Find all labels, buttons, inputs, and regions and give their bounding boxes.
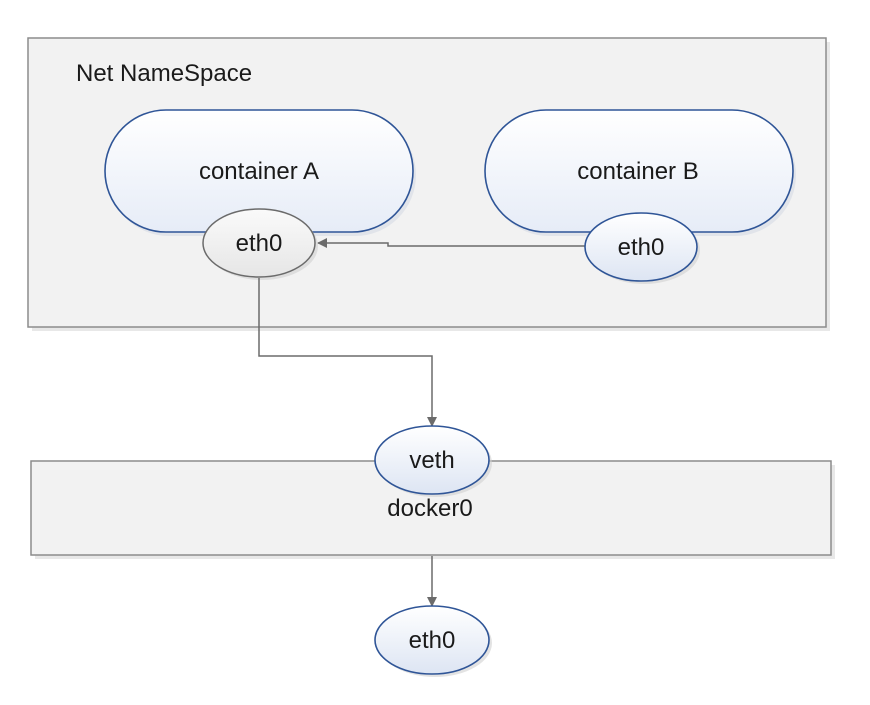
container-b-eth0: eth0 bbox=[584, 212, 700, 284]
container-a-eth0: eth0 bbox=[202, 208, 318, 280]
container-a-eth0-label: eth0 bbox=[236, 230, 283, 257]
connector-b-to-a bbox=[317, 238, 585, 248]
container-a: container A bbox=[104, 109, 416, 236]
connector-a-to-veth bbox=[258, 278, 437, 427]
veth: veth bbox=[374, 425, 492, 497]
host-eth0-label: eth0 bbox=[409, 627, 456, 654]
host-eth0: eth0 bbox=[374, 605, 492, 677]
namespace-label: Net NameSpace bbox=[76, 60, 252, 87]
container-b: container B bbox=[484, 109, 796, 236]
container-a-label: container A bbox=[199, 158, 319, 185]
docker0-bridge: docker0 bbox=[30, 460, 835, 559]
veth-label: veth bbox=[409, 447, 454, 474]
container-b-eth0-label: eth0 bbox=[618, 234, 665, 261]
docker0-label: docker0 bbox=[387, 495, 472, 522]
container-b-label: container B bbox=[577, 158, 698, 185]
